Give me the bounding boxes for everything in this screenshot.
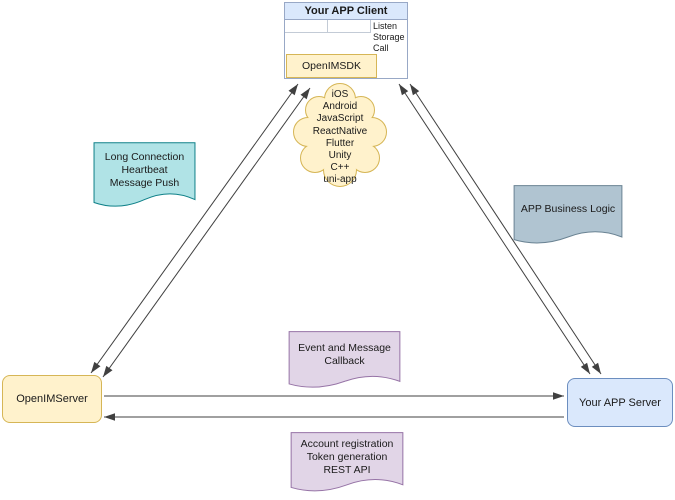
client-interface-call: Call	[373, 43, 389, 53]
openimsdk-box: OpenIMSDK	[286, 54, 377, 78]
callout-event-callback: Event and Message Callback	[288, 331, 401, 394]
client-box: Your APP Client Listen Storage Call Open…	[284, 2, 408, 79]
callout-rest-api: Account registration Token generation RE…	[290, 432, 404, 498]
callout-line: Heartbeat	[121, 163, 168, 176]
platform-cloud: iOS Android JavaScript ReactNative Flutt…	[292, 82, 388, 190]
edge-openimserver-to-sdk-b	[102, 87, 311, 378]
callout-app-business-logic: APP Business Logic	[513, 185, 623, 250]
callout-app-business-logic-text: APP Business Logic	[513, 185, 623, 250]
cloud-platform-item: ReactNative	[312, 125, 368, 137]
callout-line: REST API	[323, 463, 371, 476]
callout-rest-api-text: Account registration Token generation RE…	[290, 432, 404, 498]
app-server-label: Your APP Server	[579, 396, 661, 409]
cloud-platform-item: JavaScript	[316, 113, 364, 125]
document-shape	[288, 331, 401, 394]
callout-line: Message Push	[109, 176, 180, 189]
document-shape	[513, 185, 623, 250]
edge-appserver-to-openimserver	[104, 413, 564, 421]
callout-line: APP Business Logic	[520, 203, 616, 215]
openimserver-label: OpenIMServer	[16, 393, 88, 405]
callout-long-connection-text: Long Connection Heartbeat Message Push	[93, 142, 196, 214]
callout-event-callback-text: Event and Message Callback	[288, 331, 401, 394]
cloud-platform-item: Flutter	[325, 137, 355, 149]
cloud-platform-item: C++	[330, 162, 350, 174]
callout-line: Event and Message	[298, 341, 391, 354]
client-interface-storage: Storage	[373, 32, 405, 42]
client-grid-cell	[328, 20, 370, 32]
callout-line: Account registration	[300, 437, 394, 450]
cloud-platform-item: Android	[322, 101, 358, 113]
client-grid-cell	[285, 20, 328, 32]
cloud-shape	[293, 83, 387, 187]
cloud-platform-list: iOS Android JavaScript ReactNative Flutt…	[292, 89, 388, 187]
callout-line: Token generation	[306, 450, 388, 463]
cloud-platform-item: uni-app	[323, 174, 357, 186]
openimsdk-label: OpenIMSDK	[302, 60, 361, 72]
client-interface-labels: Listen Storage Call	[373, 21, 407, 54]
client-title: Your APP Client	[285, 3, 407, 20]
callout-long-connection: Long Connection Heartbeat Message Push	[93, 142, 196, 214]
callout-line: Callback	[324, 354, 365, 367]
callout-line: Long Connection	[104, 150, 185, 163]
cloud-platform-item: iOS	[331, 89, 349, 100]
document-shape	[290, 432, 404, 498]
edge-openimserver-to-sdk-a	[90, 83, 299, 374]
client-grid-cells	[285, 20, 371, 33]
openimserver-node: OpenIMServer	[2, 375, 102, 423]
client-interface-listen: Listen	[373, 21, 398, 31]
app-server-node: Your APP Server	[567, 378, 673, 427]
cloud-platform-item: Unity	[328, 150, 352, 162]
document-shape	[93, 142, 196, 214]
